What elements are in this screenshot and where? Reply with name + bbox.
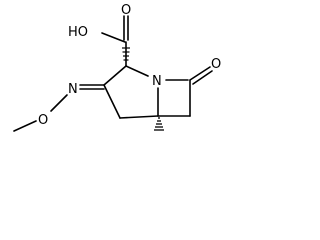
atom-label-imine-nitrogen: N — [68, 82, 78, 97]
bond-c2-c3 — [103, 65, 127, 86]
atom-label-acid-carbonyl-oxygen: O — [121, 3, 131, 18]
atom-label-hydroxyl: HO — [68, 25, 88, 40]
atom-label-ring-nitrogen: N — [152, 74, 162, 89]
bond-c7-o-double-a — [189, 66, 211, 81]
stereo-hash-bond — [154, 117, 164, 131]
atom-label-lactam-oxygen: O — [211, 57, 221, 72]
atom-label-ether-oxygen: O — [38, 113, 48, 128]
bond-c3-c4 — [103, 84, 121, 119]
structure-canvas: HO O N O N O — [13, 3, 221, 132]
bond-c7-o-double-b — [192, 70, 213, 85]
chemical-structure-diagram: HO O N O N O — [13, 3, 221, 132]
stereo-hash-c2 — [122, 47, 130, 61]
bond-c2-n — [125, 65, 149, 77]
bond-acid-c-oh — [101, 32, 126, 43]
bond-n-o-ether — [50, 94, 68, 112]
bond-c4-c5 — [119, 115, 159, 119]
bond-o-methyl — [13, 120, 37, 132]
